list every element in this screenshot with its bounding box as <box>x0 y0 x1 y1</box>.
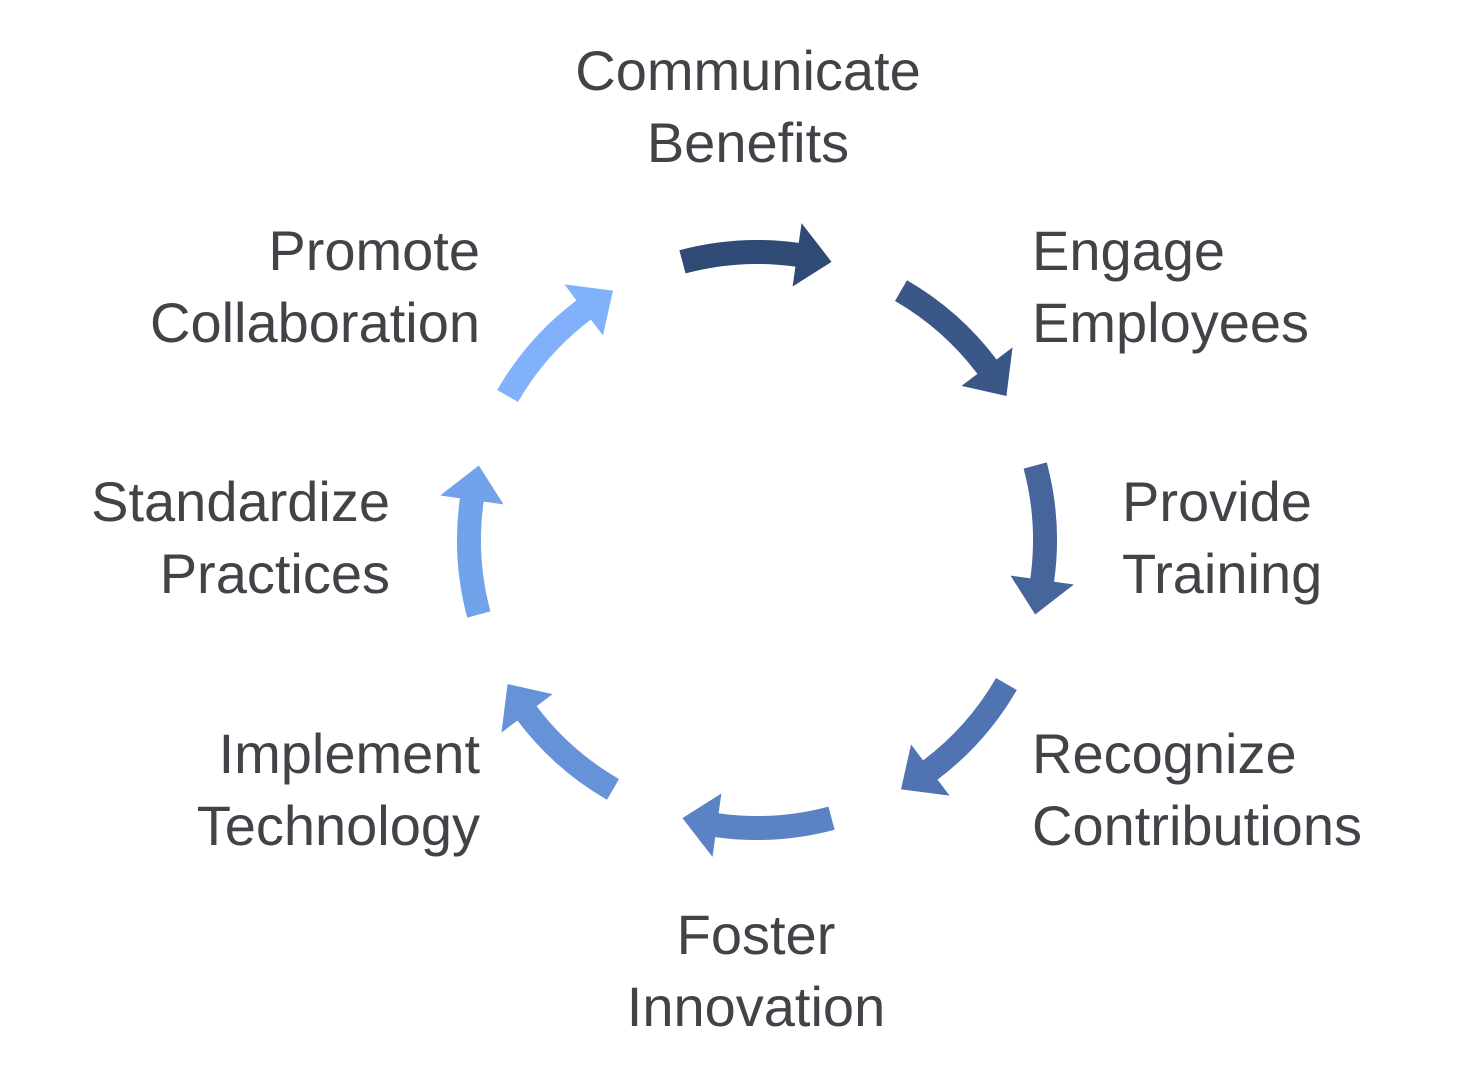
cycle-arrow-promote-collaboration <box>497 284 613 402</box>
cycle-arrow-engage-employees <box>895 280 1013 396</box>
cycle-arrow-recognize-contributions <box>901 678 1017 796</box>
cycle-arrow-foster-innovation <box>682 793 835 857</box>
cycle-arrow-communicate-benefits <box>679 223 832 287</box>
cycle-arrow-provide-training <box>1010 462 1074 615</box>
cycle-arrow-standardize-practices <box>440 465 504 618</box>
cycle-arrow-implement-technology <box>501 684 619 800</box>
